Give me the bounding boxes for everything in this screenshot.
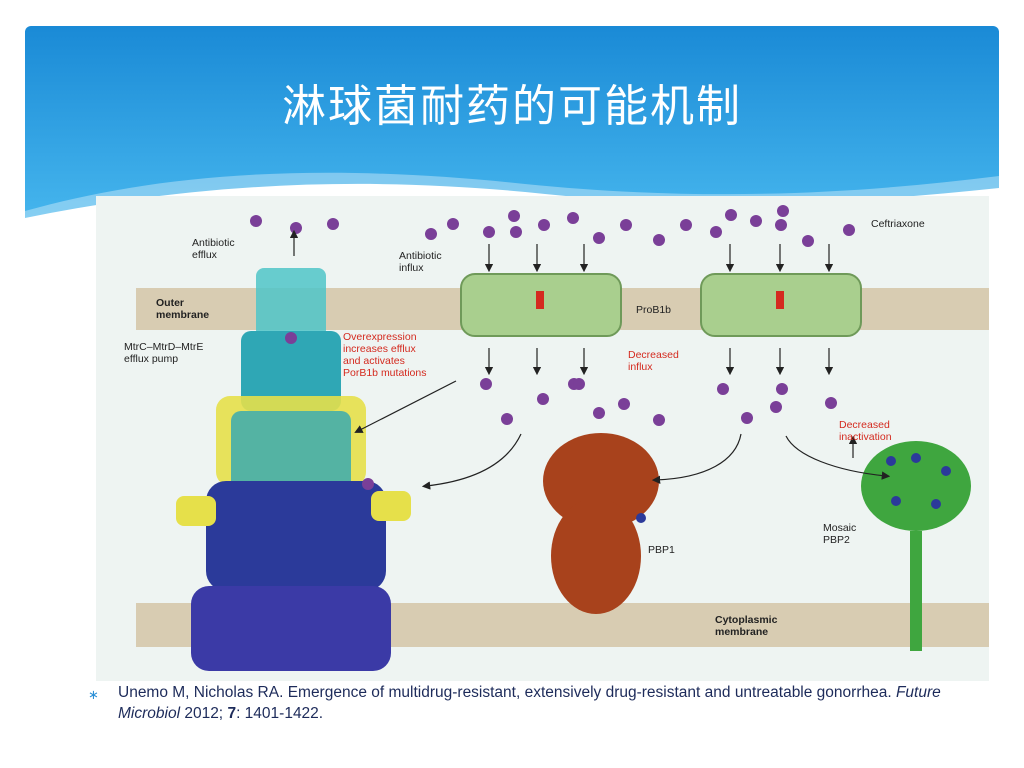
bullet-icon: ∗ xyxy=(88,687,99,702)
pbp1-protein-icon xyxy=(543,433,659,614)
reference-authors-title: Unemo M, Nicholas RA. Emergence of multi… xyxy=(118,684,892,701)
reference-year: 2012; xyxy=(184,705,224,722)
reference-pages: : 1401-1422. xyxy=(236,705,324,722)
pbp2-protein-icon xyxy=(861,441,971,651)
antibiotic-molecules xyxy=(250,205,855,490)
svg-text:Ceftriaxone: Ceftriaxone xyxy=(871,218,925,230)
svg-text:PBP1: PBP1 xyxy=(648,544,675,556)
svg-text:ProB1b: ProB1b xyxy=(636,304,671,316)
slide-title: 淋球菌耐药的可能机制 xyxy=(282,81,742,132)
reference-journal: Future Microbiol xyxy=(118,684,941,722)
flow-arrows xyxy=(289,229,891,490)
efflux-pump-structure xyxy=(176,268,411,671)
porb1b-porin-right xyxy=(700,273,862,337)
porb1b-porin-left xyxy=(460,273,622,337)
reference-caption: ∗ Unemo M, Nicholas RA. Emergence of mul… xyxy=(88,682,988,724)
reference-volume: 7 xyxy=(227,705,237,722)
reference-text: Unemo M, Nicholas RA. Emergence of multi… xyxy=(118,682,988,724)
